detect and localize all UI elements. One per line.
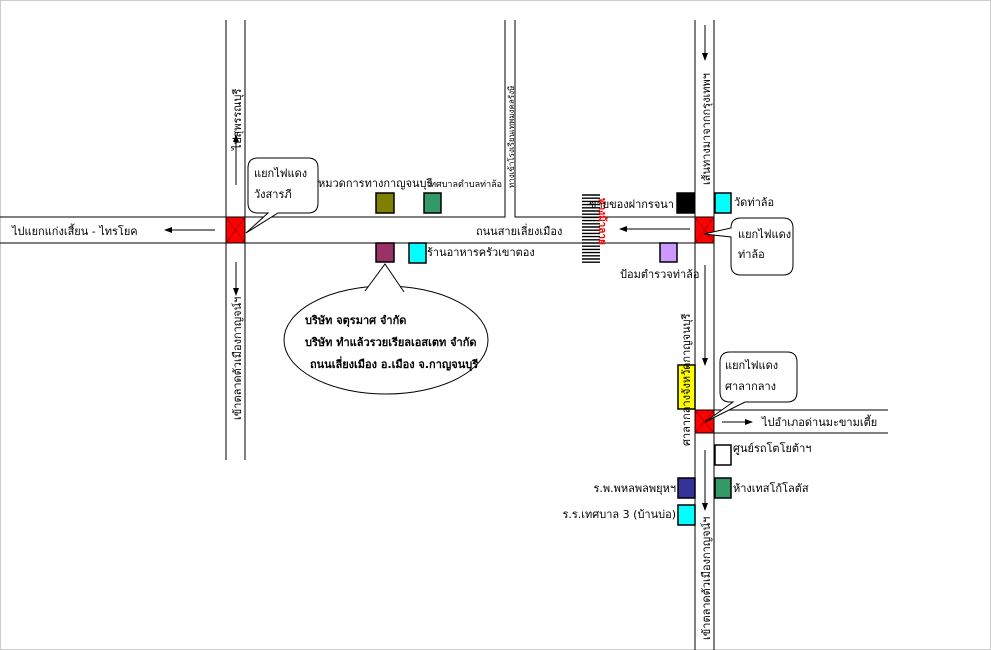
traffic-signal-wang-sarapi	[225, 216, 246, 244]
svg-text:เข้าตลาดตัวเมืองกาญจน์ฯ: เข้าตลาดตัวเมืองกาญจน์ฯ	[231, 297, 244, 420]
svg-text:เทศบาลตำบลท่าล้อ: เทศบาลตำบลท่าล้อ	[427, 179, 502, 190]
marker-city-hall	[677, 364, 696, 410]
callout-tha-lo: แยกไฟแดง ท่าล้อ	[703, 217, 794, 276]
svg-text:ห้างเทสโก้โลตัส: ห้างเทสโก้โลตัส	[733, 481, 809, 495]
svg-text:วังสารภี: วังสารภี	[254, 188, 292, 201]
marker-company	[375, 242, 395, 263]
marker-khrua-khao-tong	[408, 242, 427, 264]
marker-souvenir-shop	[676, 192, 695, 214]
main-road-label: ถนนสายเลี่ยงเมือง	[476, 223, 562, 238]
road-labels: ถนนสายเลี่ยงเมือง ไปแยกแก่งเสี้ยน - ไทรโ…	[11, 73, 877, 640]
svg-text:ขายของฝากรจนา: ขายของฝากรจนา	[589, 198, 674, 211]
svg-text:บริษัท ทำแล้วรวยเรียลเอสเตท จำ: บริษัท ทำแล้วรวยเรียลเอสเตท จำกัด	[305, 336, 477, 349]
svg-text:ป้อมตำรวจท่าล้อ: ป้อมตำรวจท่าล้อ	[620, 268, 699, 281]
svg-text:ถนนเลี่ยงเมือง อ.เมือง จ.กาญจน: ถนนเลี่ยงเมือง อ.เมือง จ.กาญจนบุรี	[310, 356, 478, 372]
svg-text:ร.ร.เทศบาล 3 (บ้านบ่อ): ร.ร.เทศบาล 3 (บ้านบ่อ)	[562, 508, 676, 521]
main-road-top-edge	[0, 20, 695, 218]
marker-wat-tha-lo	[714, 192, 732, 214]
marker-highway-office	[375, 192, 395, 214]
callout-wang-sarapi: แยกไฟแดง วังสารภี	[245, 157, 319, 234]
marker-municipal-school	[677, 504, 696, 526]
marker-hospital	[677, 477, 696, 499]
callout-sala-klang: แยกไฟแดง ศาลากลาง	[704, 351, 798, 423]
traffic-signal-tha-lo	[694, 216, 715, 244]
svg-text:แยกไฟแดง: แยกไฟแดง	[254, 167, 307, 180]
svg-text:แยกไฟแดง: แยกไฟแดง	[738, 228, 791, 241]
marker-tha-lo-municipality	[423, 192, 442, 214]
svg-text:บริษัท จตุรมาศ จำกัด: บริษัท จตุรมาศ จำกัด	[305, 314, 406, 328]
roads	[0, 20, 888, 650]
svg-text:ศาลากลาง: ศาลากลาง	[725, 380, 776, 393]
svg-text:วัดท่าล้อ: วัดท่าล้อ	[734, 196, 774, 209]
svg-text:ท่าล้อ: ท่าล้อ	[738, 248, 765, 261]
label-to-kaeng-sian: ไปแยกแก่งเสี้ยน - ไทรโยค	[11, 223, 138, 238]
svg-text:ไปสุพรรณบุรี: ไปสุพรรณบุรี	[231, 89, 244, 151]
crosswalk	[582, 194, 600, 263]
crosswalk-label: ทางม้าลาย	[596, 198, 608, 245]
marker-police-box	[659, 242, 678, 263]
svg-text:เข้าตลาดตัวเมืองกาญจน์ฯ: เข้าตลาดตัวเมืองกาญจน์ฯ	[700, 517, 713, 640]
svg-text:ศูนย์รถโตโยต้าฯ: ศูนย์รถโตโยต้าฯ	[733, 441, 811, 455]
svg-text:ศาลากลางจังหวัดกาญจนบุรี: ศาลากลางจังหวัดกาญจนบุรี	[680, 313, 693, 446]
svg-text:หมวดการทางกาญจนบุรี: หมวดการทางกาญจนบุรี	[318, 177, 433, 190]
svg-text:เส้นทางมาจากกรุงเทพฯ: เส้นทางมาจากกรุงเทพฯ	[700, 73, 713, 185]
svg-text:ทางเข้าโรงเรียนเทพมงคลรังษี: ทางเข้าโรงเรียนเทพมงคลรังษี	[506, 86, 516, 188]
svg-text:ร.พ.พหลพลพยุหฯ: ร.พ.พหลพลพยุหฯ	[593, 482, 676, 495]
marker-toyota-center	[714, 444, 732, 466]
svg-text:ร้านอาหารครัวเขาตอง: ร้านอาหารครัวเขาตอง	[427, 246, 535, 259]
traffic-signal-sala-klang	[694, 409, 715, 434]
label-to-dan-makham-tia: ไปอำเภอด่านมะขามเตี้ย	[761, 414, 877, 429]
marker-tesco-lotus	[714, 477, 732, 499]
branch-road-edges	[714, 409, 888, 434]
company-callout: บริษัท จตุรมาศ จำกัด บริษัท ทำแล้วรวยเรี…	[283, 263, 489, 395]
svg-text:แยกไฟแดง: แยกไฟแดง	[725, 359, 778, 372]
landmarks: หมวดการทางกาญจนบุรี เทศบาลตำบลท่าล้อ ร้า…	[318, 177, 811, 526]
direction-arrows	[164, 25, 753, 511]
